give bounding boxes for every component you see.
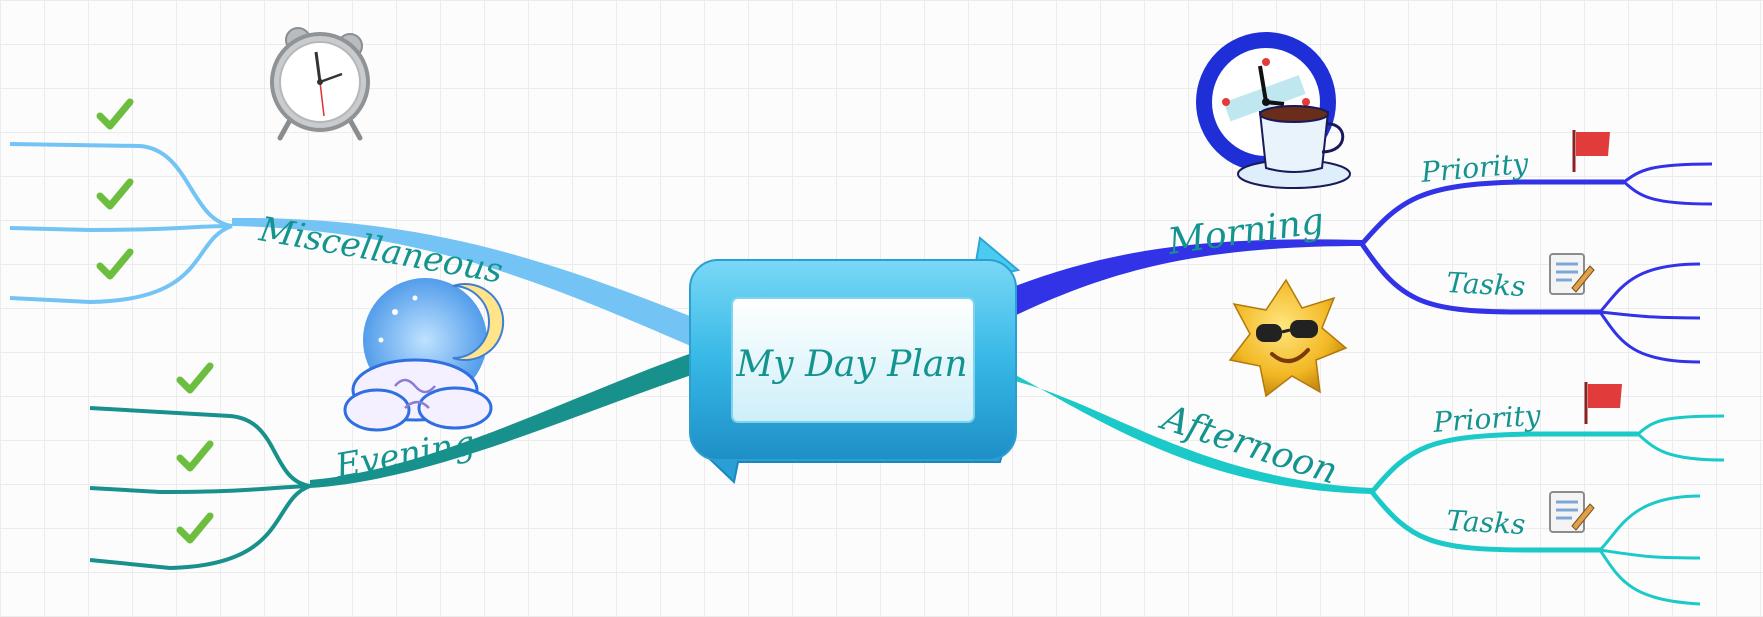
task-list-icon (1549, 253, 1595, 295)
misc-sub-line-2 (9, 224, 233, 233)
morning-priority-sub-1 (1623, 162, 1713, 184)
check-icon (96, 178, 134, 210)
check-icon (96, 248, 134, 280)
branch-label-miscellaneous[interactable]: Miscellaneous (255, 209, 505, 291)
morning-priority-sub-2 (1623, 180, 1713, 206)
topic-label-morning-tasks[interactable]: Tasks (1446, 266, 1527, 303)
check-icon (96, 98, 134, 130)
flag-icon (1572, 130, 1610, 172)
branch-afternoon[interactable]: Afternoon Priority Tasks (1010, 372, 1725, 606)
central-topic-inner (731, 297, 975, 423)
morning-tasks-sub-3 (1598, 311, 1701, 364)
check-icon (176, 512, 214, 544)
morning-child-line-tasks (1359, 242, 1600, 315)
central-topic-title[interactable]: My Day Plan (735, 344, 967, 385)
morning-tasks-sub-2 (1599, 310, 1701, 320)
check-icon (176, 440, 214, 472)
flag-icon (1584, 382, 1622, 424)
branch-label-morning[interactable]: Morning (1165, 201, 1327, 264)
afternoon-tasks-sub-1 (1598, 494, 1701, 552)
sun-sunglasses-icon (1228, 278, 1348, 398)
misc-sub-line-1 (9, 142, 233, 228)
check-icon (176, 362, 214, 394)
evening-sub-line-3 (89, 484, 311, 571)
afternoon-tasks-sub-3 (1598, 549, 1701, 606)
branch-miscellaneous-line (232, 217, 700, 350)
alarm-clock-icon (270, 27, 370, 141)
topic-label-afternoon-tasks[interactable]: Tasks (1446, 504, 1527, 541)
afternoon-child-line-priority (1370, 431, 1638, 494)
morning-tasks-sub-1 (1598, 262, 1701, 314)
branch-evening[interactable]: Evening (89, 278, 700, 571)
evening-sub-line-2 (89, 484, 311, 495)
branch-morning[interactable]: Morning Priority Tasks (1010, 32, 1713, 398)
task-list-icon (1549, 491, 1595, 533)
afternoon-priority-sub-2 (1637, 432, 1725, 462)
central-topic[interactable]: My Day Plan (689, 236, 1021, 484)
topic-label-afternoon-priority[interactable]: Priority (1431, 398, 1543, 439)
morning-child-line-priority (1360, 179, 1624, 246)
branch-label-evening[interactable]: Evening (332, 423, 478, 487)
branch-miscellaneous[interactable]: Miscellaneous (9, 27, 700, 350)
misc-sub-line-3 (9, 224, 233, 305)
moon-cloud-icon (343, 278, 505, 432)
afternoon-priority-sub-1 (1637, 414, 1725, 436)
afternoon-child-line-tasks (1370, 490, 1600, 553)
clock-coffee-icon (1196, 32, 1351, 189)
afternoon-tasks-sub-2 (1599, 548, 1701, 560)
branch-morning-line (1010, 239, 1362, 318)
evening-sub-line-1 (89, 406, 311, 488)
